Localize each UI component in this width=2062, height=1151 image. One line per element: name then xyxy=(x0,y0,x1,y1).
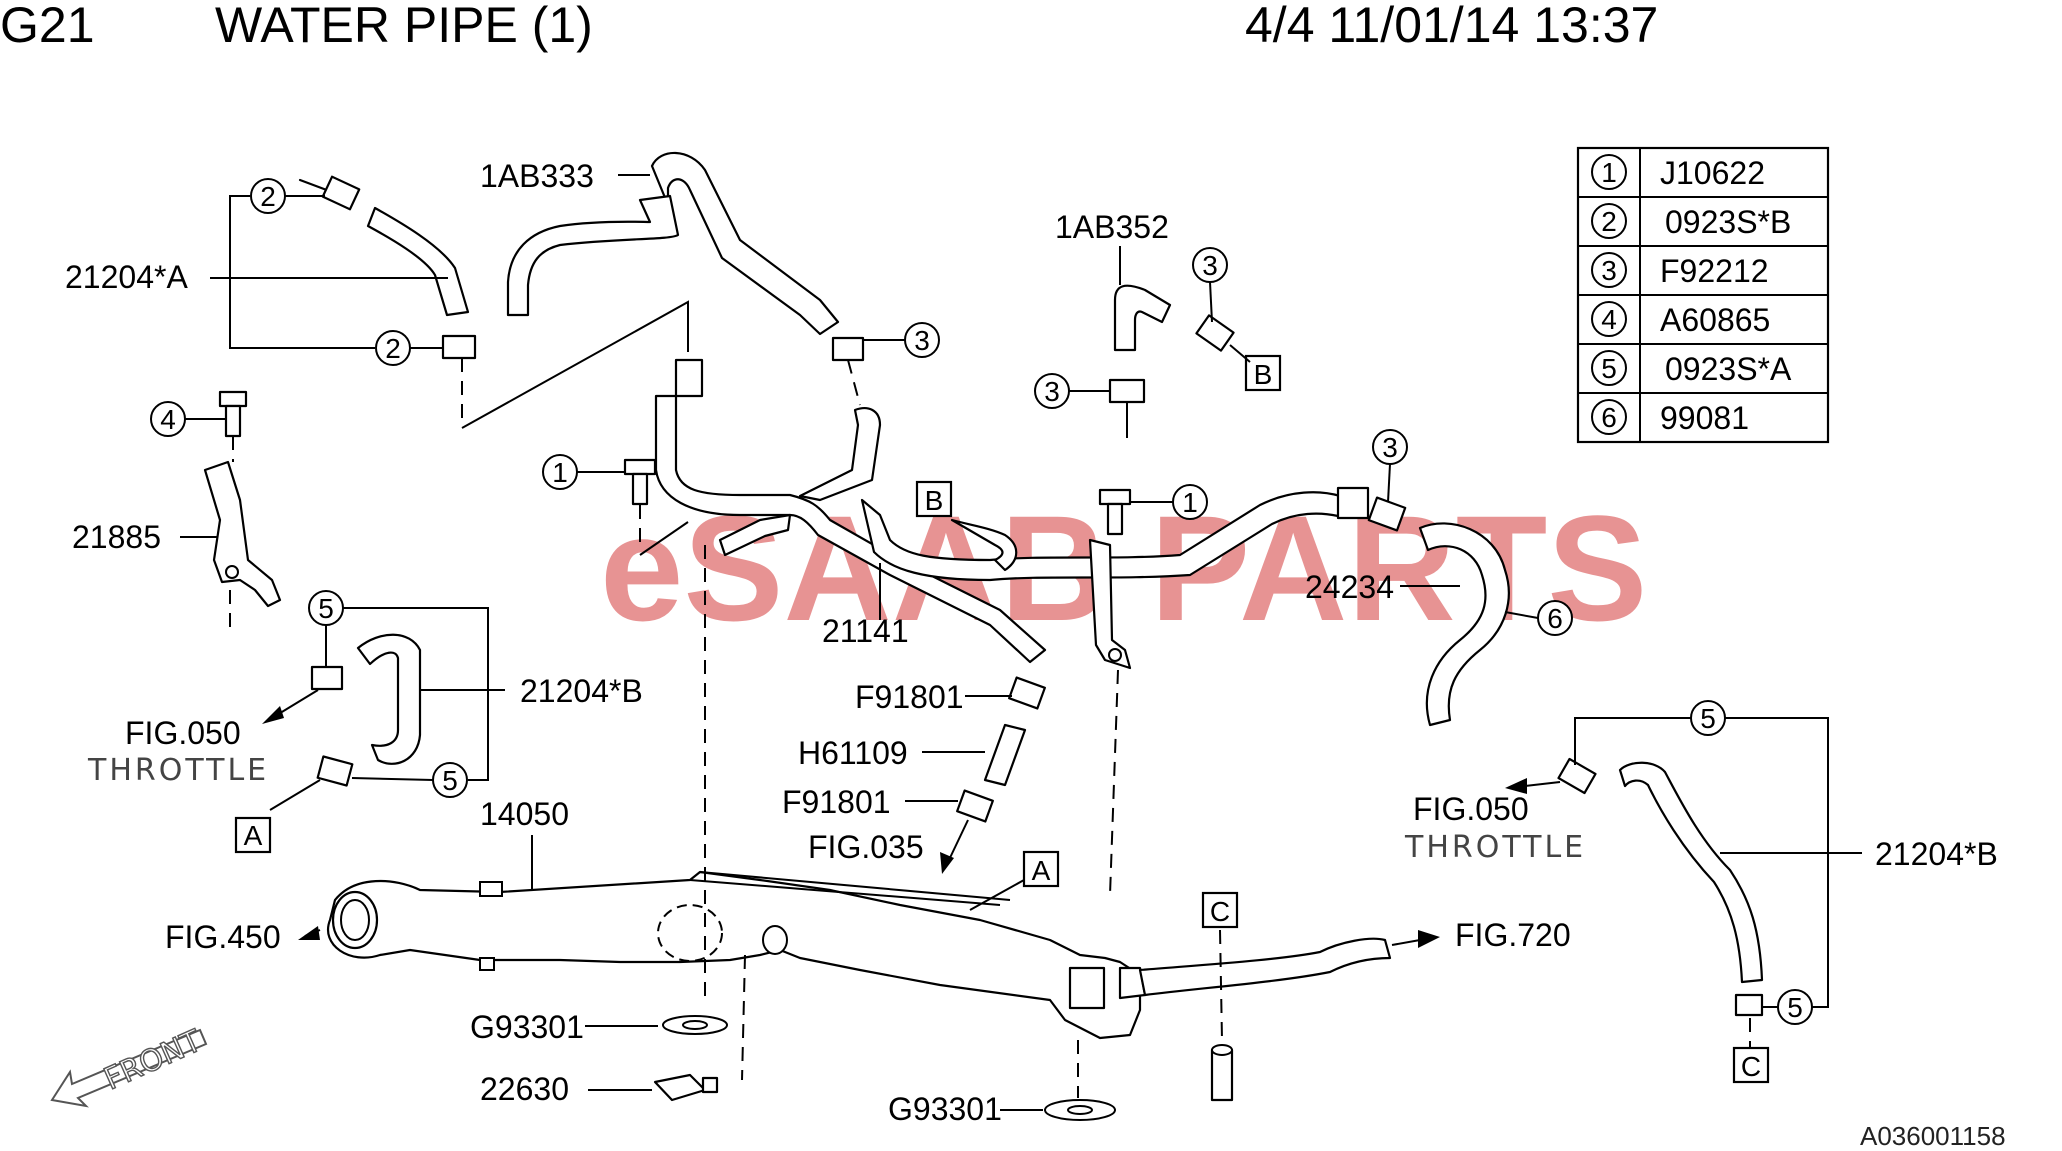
callout-h61109: H61109 xyxy=(798,735,908,771)
num-circle-3: 3 xyxy=(1202,250,1218,281)
hose-21204b-right[interactable] xyxy=(1557,757,1764,1017)
clamp-f91801-bot[interactable] xyxy=(956,789,994,823)
bolt-a60865[interactable] xyxy=(218,390,248,438)
num-circle-5: 5 xyxy=(318,593,334,624)
callout-14050: 14050 xyxy=(480,796,569,832)
callout-21204a: 21204*A xyxy=(65,259,188,295)
callout-22630: 22630 xyxy=(480,1071,569,1107)
legend-row: 6 99081 xyxy=(1591,399,1749,436)
water-pipe-14050[interactable] xyxy=(327,870,1392,1040)
legend-part: 0923S*B xyxy=(1665,204,1791,240)
page-info: 4/4 11/01/14 13:37 xyxy=(1245,0,1658,53)
bolt-j10622-left[interactable] xyxy=(623,458,657,506)
callout-21885: 21885 xyxy=(72,519,161,555)
marker-a: A xyxy=(244,820,263,851)
diagram-code: G21 xyxy=(0,0,95,53)
legend-row: 5 0923S*A xyxy=(1591,350,1792,387)
callout-throttle-left: THROTTLE xyxy=(87,753,269,788)
legend-row: 3 F92212 xyxy=(1591,252,1769,289)
num-circle-6: 6 xyxy=(1547,603,1563,634)
legend-part: 99081 xyxy=(1660,400,1749,436)
callout-21204b-left: 21204*B xyxy=(520,673,643,709)
hose-h61109[interactable] xyxy=(983,723,1027,787)
front-arrow-icon: FRONT xyxy=(50,1023,208,1108)
marker-b: B xyxy=(925,485,944,516)
diagram-title: WATER PIPE (1) xyxy=(215,0,593,53)
clamp-f91801-top[interactable] xyxy=(1008,676,1046,710)
elbow-1ab352[interactable] xyxy=(1108,284,1235,438)
callout-g93301-bottom: G93301 xyxy=(888,1091,1002,1127)
callout-21141: 21141 xyxy=(822,613,909,649)
hose-1ab333[interactable] xyxy=(506,151,865,362)
legend-row: 4 A60865 xyxy=(1591,301,1770,338)
num-circle-1: 1 xyxy=(1182,487,1198,518)
bolt-j10622-mid[interactable] xyxy=(1098,488,1132,536)
legend-num: 4 xyxy=(1601,304,1617,335)
num-circle-3: 3 xyxy=(914,325,930,356)
callout-g93301-left: G93301 xyxy=(470,1009,584,1045)
hose-21204a[interactable] xyxy=(298,175,477,420)
legend-num: 3 xyxy=(1601,255,1617,286)
callout-f91801-bot: F91801 xyxy=(782,784,891,820)
hose-24234[interactable] xyxy=(1336,486,1510,727)
legend-row: 2 0923S*B xyxy=(1591,203,1791,240)
hose-21204b-left[interactable] xyxy=(310,633,422,787)
num-circle-5: 5 xyxy=(1787,992,1803,1023)
num-circle-3: 3 xyxy=(1382,432,1398,463)
num-circle-5: 5 xyxy=(442,765,458,796)
legend-part: A60865 xyxy=(1660,302,1770,338)
legend-row: 1 J10622 xyxy=(1591,154,1765,191)
gasket-g93301-bottom[interactable] xyxy=(1044,1099,1116,1121)
legend-num: 5 xyxy=(1601,353,1617,384)
legend-part: F92212 xyxy=(1660,253,1769,289)
callout-fig035[interactable]: FIG.035 xyxy=(808,829,924,865)
num-circle-3: 3 xyxy=(1044,376,1060,407)
num-circle-1: 1 xyxy=(552,457,568,488)
num-circle-4: 4 xyxy=(160,404,176,435)
num-circle-5: 5 xyxy=(1700,703,1716,734)
callout-21204b-right: 21204*B xyxy=(1875,836,1998,872)
image-reference: A036001158 xyxy=(1860,1121,2006,1151)
marker-b: B xyxy=(1254,359,1273,390)
callout-fig050-left[interactable]: FIG.050 xyxy=(125,715,241,751)
callout-f91801-top: F91801 xyxy=(855,679,964,715)
callout-fig050-right[interactable]: FIG.050 xyxy=(1413,791,1529,827)
callout-fig720[interactable]: FIG.720 xyxy=(1455,917,1571,953)
sensor-22630[interactable] xyxy=(653,1073,719,1102)
num-circle-2: 2 xyxy=(385,333,401,364)
marker-c: C xyxy=(1741,1051,1761,1082)
callout-fig450[interactable]: FIG.450 xyxy=(165,919,281,955)
callout-throttle-right: THROTTLE xyxy=(1404,830,1586,865)
legend-part: J10622 xyxy=(1660,155,1765,191)
gasket-g93301-left[interactable] xyxy=(662,1015,728,1035)
legend-num: 6 xyxy=(1601,402,1617,433)
marker-a: A xyxy=(1032,855,1051,886)
front-label: FRONT xyxy=(99,1023,207,1097)
callout-1ab352: 1AB352 xyxy=(1055,209,1169,245)
callout-24234: 24234 xyxy=(1305,569,1394,605)
bracket-21885[interactable] xyxy=(203,460,282,608)
legend-num: 2 xyxy=(1601,206,1617,237)
legend-num: 1 xyxy=(1601,157,1617,188)
num-circle-2: 2 xyxy=(260,181,276,212)
callout-1ab333: 1AB333 xyxy=(480,158,594,194)
legend-table: 1 J10622 2 0923S*B 3 F92212 4 A60865 5 0… xyxy=(1576,146,1830,444)
legend-part: 0923S*A xyxy=(1665,351,1792,387)
marker-c: C xyxy=(1210,896,1230,927)
